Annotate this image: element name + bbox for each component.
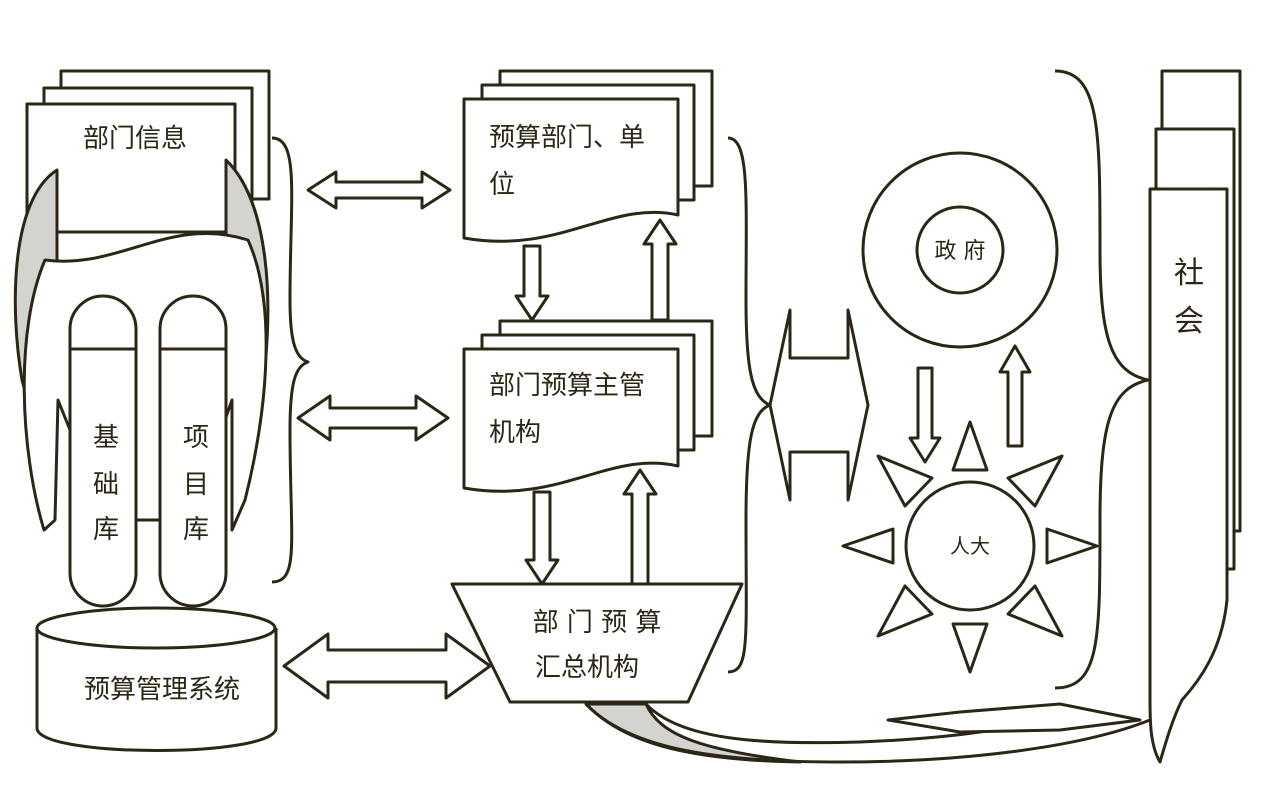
arrow-info-unit bbox=[306, 170, 452, 210]
npc-ray-top bbox=[951, 420, 989, 472]
supervisor-label-line2: 机构 bbox=[489, 418, 541, 448]
society-scroll: 社 会 bbox=[1148, 69, 1242, 764]
dept-info-label: 部门信息 bbox=[83, 124, 187, 154]
arrow-libs-supervisor bbox=[296, 394, 450, 442]
arrow-up-supervisor-unit bbox=[642, 218, 678, 322]
npc-ray-right bbox=[1045, 527, 1099, 565]
dept-info-stack: 部门信息 bbox=[25, 69, 271, 234]
budget-system-label: 预算管理系统 bbox=[84, 675, 240, 705]
base-library-capsule bbox=[68, 294, 138, 608]
arrow-down-unit-supervisor bbox=[514, 244, 550, 322]
dept-supervisor-stack: 部门预算主管 机构 bbox=[462, 319, 714, 493]
right-group-brace bbox=[1054, 69, 1150, 690]
supervisor-label-line1: 部门预算主管 bbox=[489, 371, 645, 401]
base-library-char-2: 础 bbox=[93, 470, 119, 500]
hands-outline bbox=[22, 231, 268, 532]
dept-info-page-front bbox=[25, 102, 237, 234]
society-page-front bbox=[1148, 187, 1229, 764]
bottom-arrow-lower-curve bbox=[584, 702, 1151, 764]
npc-ray-top-left bbox=[876, 454, 934, 508]
base-library-char-1: 基 bbox=[93, 423, 119, 453]
cylinder-body bbox=[35, 628, 278, 752]
project-library-char-2: 目 bbox=[183, 470, 209, 500]
society-char-1: 社 bbox=[1174, 256, 1204, 291]
npc-circle bbox=[904, 480, 1036, 612]
government-node: 政 府 bbox=[861, 151, 1059, 349]
arrow-down-government-npc bbox=[908, 366, 942, 464]
left-group-brace bbox=[271, 136, 310, 584]
summary-trapezoid bbox=[450, 582, 744, 704]
npc-sun: 人大 bbox=[841, 420, 1099, 674]
society-char-2: 会 bbox=[1174, 304, 1204, 339]
npc-ray-bottom bbox=[951, 622, 989, 674]
base-library: 基 础 库 bbox=[68, 294, 138, 608]
cylinder-top bbox=[35, 606, 277, 650]
government-inner-circle bbox=[915, 205, 1005, 295]
project-library-char-1: 项 bbox=[183, 423, 209, 453]
arrow-to-government bbox=[768, 308, 870, 502]
project-library-capsule bbox=[158, 294, 228, 608]
budget-unit-stack: 预算部门、单 位 bbox=[462, 69, 714, 243]
arrow-down-supervisor-summary bbox=[524, 490, 560, 586]
project-library-char-3: 库 bbox=[183, 515, 209, 545]
summary-label-line1: 部 门 预 算 bbox=[533, 608, 662, 638]
budget-system-cylinder: 预算管理系统 bbox=[35, 606, 278, 752]
summary-label-line2: 汇总机构 bbox=[535, 653, 639, 683]
base-library-char-3: 库 bbox=[93, 515, 119, 545]
arrow-up-summary-supervisor bbox=[622, 468, 658, 586]
arrow-up-npc-government bbox=[998, 344, 1032, 448]
npc-ray-top-right bbox=[1006, 454, 1064, 508]
summary-org: 部 门 预 算 汇总机构 bbox=[450, 582, 744, 704]
bottom-arrow-head bbox=[886, 702, 1142, 734]
government-label: 政 府 bbox=[935, 239, 986, 264]
supervisor-page-front bbox=[462, 347, 680, 493]
project-library: 项 目 库 bbox=[158, 294, 228, 608]
npc-ray-bottom-left bbox=[876, 584, 934, 638]
npc-ray-bottom-right bbox=[1006, 584, 1064, 638]
budget-unit-label-line2: 位 bbox=[489, 170, 515, 200]
npc-ray-left bbox=[841, 527, 895, 565]
budget-unit-page-front bbox=[462, 97, 680, 243]
npc-label: 人大 bbox=[950, 534, 990, 558]
arrow-system-summary bbox=[282, 632, 492, 700]
budget-unit-label-line1: 预算部门、单 bbox=[489, 123, 645, 153]
